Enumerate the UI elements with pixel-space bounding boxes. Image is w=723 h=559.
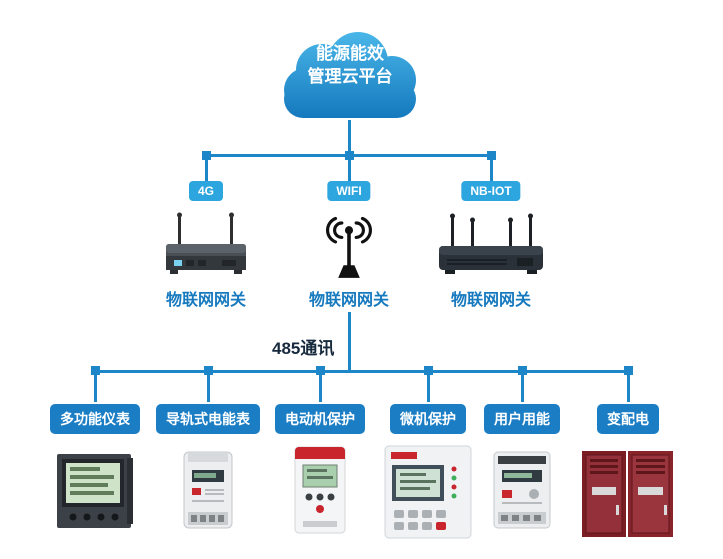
connector-mid-drop: [348, 312, 351, 372]
connector-drop-device-2: [207, 370, 210, 402]
device-pill-multifunction-meter: 多功能仪表: [50, 404, 140, 434]
connector-drop-nbiot: [490, 154, 493, 184]
motor-protection-icon: [291, 445, 349, 542]
device-pill-user-energy: 用户用能: [484, 404, 560, 434]
junction-dot: [518, 366, 527, 375]
din-rail-meter-icon: [178, 448, 238, 538]
connector-drop-device-4: [427, 370, 430, 402]
junction-dot: [487, 151, 496, 160]
gateway-label-nbiot: 物联网网关: [450, 292, 532, 309]
cloud-icon: [284, 32, 416, 118]
cloud-shape: [270, 28, 430, 128]
microcomputer-protection-icon: [382, 442, 474, 549]
badge-wifi: WIFI: [327, 181, 371, 201]
gateway-label-4g: 物联网网关: [165, 292, 247, 309]
connector-drop-device-5: [521, 370, 524, 402]
junction-dot: [624, 366, 633, 375]
device-pill-din-rail-meter: 导轨式电能表: [156, 404, 260, 434]
cloud-platform-title: 能源能效 管理云平台: [270, 42, 430, 88]
connector-drop-device-1: [94, 370, 97, 402]
junction-dot: [91, 366, 100, 375]
junction-dot: [202, 151, 211, 160]
connector-drop-wifi: [348, 154, 351, 184]
junction-dot: [316, 366, 325, 375]
connector-cloud-drop: [348, 120, 351, 156]
bus-485-label: 485通讯: [272, 339, 335, 358]
connector-drop-4g: [205, 154, 208, 184]
junction-dot: [204, 366, 213, 375]
badge-nbiot: NB-IOT: [461, 181, 521, 201]
power-distribution-cabinet-icon: [580, 445, 675, 547]
device-pill-motor-protection: 电动机保护: [275, 404, 365, 434]
4g-router-icon: [160, 212, 252, 289]
cloud-title-line2: 管理云平台: [307, 67, 393, 86]
junction-dot: [424, 366, 433, 375]
connector-bottom-bus: [94, 370, 631, 373]
multifunction-meter-icon: [55, 450, 135, 537]
device-pill-microcomputer-protection: 微机保护: [390, 404, 466, 434]
user-energy-meter-icon: [490, 448, 554, 538]
wifi-antenna-icon: [313, 215, 385, 290]
junction-dot: [345, 151, 354, 160]
gateway-label-wifi: 物联网网关: [308, 292, 390, 309]
connector-drop-device-6: [627, 370, 630, 402]
device-pill-power-distribution: 变配电: [597, 404, 659, 434]
nbiot-router-icon: [435, 212, 547, 289]
connector-drop-device-3: [319, 370, 322, 402]
cloud-title-line1: 能源能效: [316, 44, 384, 63]
badge-4g: 4G: [188, 181, 224, 201]
